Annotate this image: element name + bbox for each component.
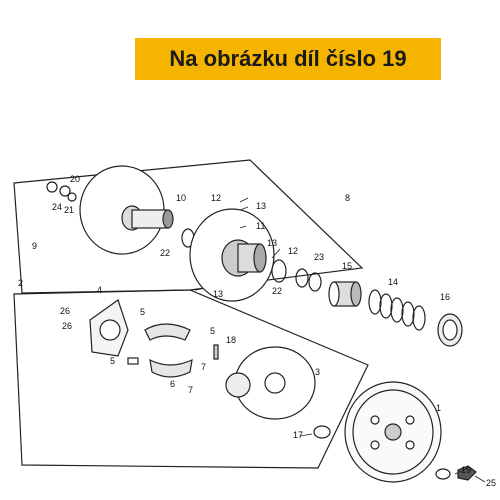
callout-13c: 13 — [213, 289, 223, 299]
clutch-hole-b — [405, 415, 415, 425]
callout-14: 14 — [388, 277, 398, 287]
shoe-5 — [144, 323, 191, 341]
clutch-hole-a — [370, 415, 380, 425]
o-ring-23b — [308, 272, 322, 292]
nut-20 — [46, 181, 58, 193]
leader — [454, 467, 469, 475]
callout-3: 3 — [315, 367, 320, 377]
nut-25 — [457, 465, 477, 481]
callout-15: 15 — [342, 261, 352, 271]
callout-2: 2 — [18, 278, 23, 288]
shaft-end — [162, 209, 174, 229]
spring-14-c — [390, 297, 404, 323]
o-ring-23 — [295, 268, 309, 288]
assembly-frame-9 — [13, 159, 364, 294]
callout-22a: 22 — [160, 248, 170, 258]
callout-19: 19 — [461, 465, 471, 475]
callout-25: 25 — [486, 478, 496, 488]
ramp-plate-3-hole — [264, 372, 286, 394]
callout-16: 16 — [440, 292, 450, 302]
spring-14-b — [379, 293, 393, 319]
washer-17 — [313, 425, 331, 439]
callout-11: 11 — [256, 221, 265, 231]
leader — [239, 206, 249, 211]
callout-24: 24 — [52, 202, 62, 212]
callout-12a: 12 — [211, 193, 221, 203]
callout-6: 6 — [170, 379, 175, 389]
callout-26a: 26 — [60, 306, 70, 316]
clutch-bell-hub — [384, 423, 402, 441]
callout-13a: 13 — [256, 201, 266, 211]
clutch-hole-d — [405, 440, 415, 450]
callout-20: 20 — [70, 174, 80, 184]
callout-22b: 22 — [272, 286, 282, 296]
callout-18: 18 — [226, 335, 236, 345]
assembly-frame-2 — [13, 289, 369, 469]
leader — [474, 475, 486, 483]
collar-15-back — [350, 281, 362, 307]
callout-5c: 5 — [110, 356, 115, 366]
washer-24 — [67, 192, 77, 202]
seat-16-inner — [442, 319, 458, 341]
leader — [239, 197, 249, 203]
callout-8: 8 — [345, 193, 350, 203]
collar-15-front — [328, 281, 340, 307]
callout-17: 17 — [293, 430, 303, 440]
washer-19 — [435, 468, 451, 480]
collar-sleeve-end — [253, 243, 267, 273]
part-number-banner: Na obrázku díl číslo 19 — [169, 46, 407, 71]
callout-1: 1 — [436, 403, 441, 413]
callout-7a: 7 — [201, 362, 206, 372]
callout-9: 9 — [32, 241, 37, 251]
ramp-ring — [225, 372, 251, 398]
callout-10: 10 — [176, 193, 186, 203]
callout-12b: 12 — [288, 246, 298, 256]
washer-21 — [59, 185, 71, 197]
shoe-6 — [149, 358, 193, 378]
callout-4: 4 — [97, 285, 102, 295]
leader — [299, 433, 313, 437]
callout-23: 23 — [314, 252, 324, 262]
callout-5b: 5 — [210, 326, 215, 336]
spring-14-a — [368, 289, 382, 315]
clutch-hole-c — [370, 440, 380, 450]
o-ring-22-right — [271, 259, 287, 283]
leader — [239, 225, 247, 229]
callout-26b: 26 — [62, 321, 72, 331]
callout-7b: 7 — [188, 385, 193, 395]
callout-21: 21 — [64, 205, 74, 215]
callout-13b: 13 — [267, 238, 277, 248]
spring-5 — [127, 357, 139, 365]
clutch-bell-rim — [352, 389, 434, 475]
callout-5a: 5 — [140, 307, 145, 317]
leader — [271, 248, 281, 259]
banner-background — [135, 38, 441, 80]
pin-18 — [213, 344, 219, 360]
spring-14-d — [401, 301, 415, 327]
plate-4-hole — [99, 319, 121, 341]
spring-14-e — [412, 305, 426, 331]
